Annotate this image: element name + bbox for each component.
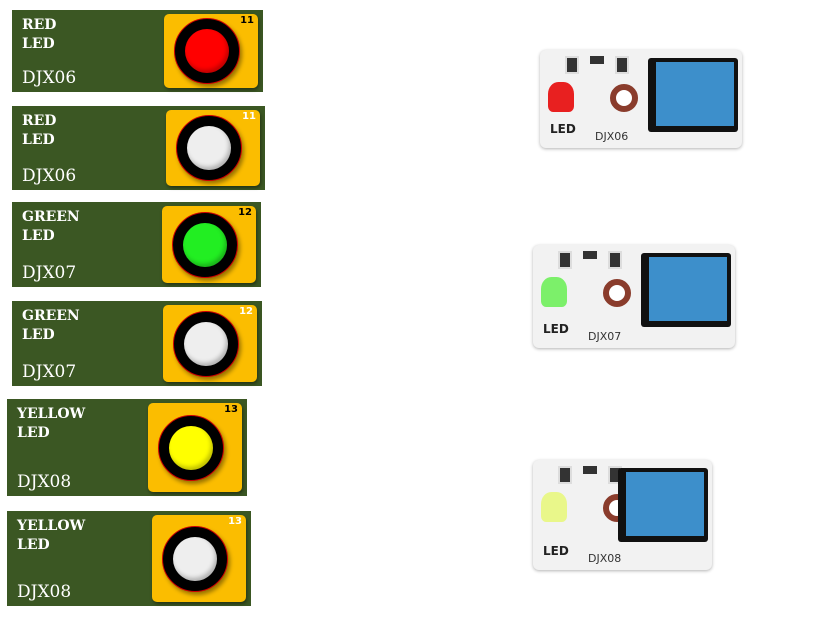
pin-number: 12: [238, 207, 252, 218]
led-panel-off: GREEN LED DJX07 12: [12, 301, 262, 386]
led-ring-icon: [174, 18, 240, 84]
resistor-icon: [558, 251, 572, 269]
led-name: GREEN LED: [22, 209, 80, 244]
resistor-icon: [558, 466, 572, 484]
led-panel-off: RED LED DJX06 11: [12, 106, 265, 190]
led-ring-icon: [172, 211, 238, 278]
board-label: LED: [543, 322, 569, 336]
led-bulb-icon: [548, 82, 574, 112]
module-code: DJX08: [17, 582, 72, 602]
led-button[interactable]: 13: [152, 515, 246, 602]
pin-number: 11: [242, 111, 256, 122]
led-name: RED LED: [22, 113, 57, 148]
board-code: DJX06: [595, 130, 629, 143]
connector-icon: [618, 468, 708, 542]
led-light-icon: [169, 425, 213, 470]
resistor-icon: [608, 251, 622, 269]
board-label: LED: [543, 544, 569, 558]
led-module-photo: LED DJX07: [533, 245, 735, 348]
led-button[interactable]: 12: [163, 305, 257, 382]
led-light-icon: [183, 222, 227, 267]
mounting-hole-icon: [603, 279, 631, 307]
board-label: LED: [550, 122, 576, 136]
led-module-photo: LED DJX08: [533, 460, 712, 570]
module-code: DJX06: [22, 68, 77, 88]
pin-number: 12: [239, 306, 253, 317]
led-ring-icon: [173, 310, 239, 377]
led-button[interactable]: 12: [162, 206, 256, 283]
connector-icon: [641, 253, 731, 327]
resistor-icon: [615, 56, 629, 74]
resistor-icon: [565, 56, 579, 74]
led-panel-on: RED LED DJX06 11: [12, 10, 263, 92]
led-button[interactable]: 13: [148, 403, 242, 492]
led-panel-off: YELLOW LED DJX08 13: [7, 511, 251, 606]
led-name: GREEN LED: [22, 308, 80, 343]
led-ring-icon: [158, 414, 224, 481]
led-panel-on: YELLOW LED DJX08 13: [7, 399, 247, 496]
board-code: DJX07: [588, 330, 622, 343]
led-module-photo: LED DJX06: [540, 50, 742, 148]
led-light-icon: [173, 536, 217, 581]
led-ring-icon: [162, 525, 228, 592]
led-ring-icon: [176, 115, 242, 181]
pin-number: 13: [224, 404, 238, 415]
mounting-hole-icon: [610, 84, 638, 112]
pin-number: 13: [228, 516, 242, 527]
led-button[interactable]: 11: [164, 14, 258, 88]
module-code: DJX08: [17, 472, 72, 492]
led-name: YELLOW LED: [17, 518, 86, 553]
led-light-icon: [187, 126, 231, 170]
transistor-icon: [583, 466, 597, 474]
led-button[interactable]: 11: [166, 110, 260, 186]
module-code: DJX06: [22, 166, 77, 186]
pin-number: 11: [240, 15, 254, 26]
module-code: DJX07: [22, 263, 77, 283]
led-name: YELLOW LED: [17, 406, 86, 441]
led-name: RED LED: [22, 17, 57, 52]
connector-icon: [648, 58, 738, 132]
transistor-icon: [590, 56, 604, 64]
module-code: DJX07: [22, 362, 77, 382]
led-bulb-icon: [541, 492, 567, 522]
board-code: DJX08: [588, 552, 622, 565]
led-light-icon: [185, 29, 229, 73]
led-panel-on: GREEN LED DJX07 12: [12, 202, 261, 287]
transistor-icon: [583, 251, 597, 259]
led-bulb-icon: [541, 277, 567, 307]
led-light-icon: [184, 321, 228, 366]
